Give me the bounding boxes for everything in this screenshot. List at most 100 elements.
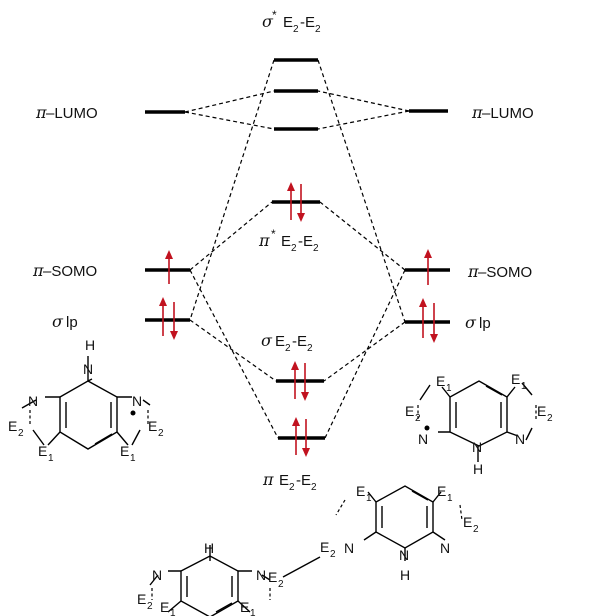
svg-text:E: E (437, 483, 446, 499)
svg-text:1: 1 (521, 381, 527, 392)
svg-text:–LUMO: –LUMO (46, 105, 98, 122)
svg-text:E: E (160, 599, 169, 615)
svg-text:H: H (85, 337, 95, 353)
svg-text:2: 2 (285, 343, 291, 354)
svg-text:2: 2 (307, 343, 313, 354)
structure-dimer: H N N N E 2 E 2 E 1 E 1 E 2 E 1 E 1 E 2 … (137, 483, 479, 616)
sigma-star-title: σ * E 2 - E 2 (262, 8, 321, 35)
label-pi-lumo-left: π –LUMO (35, 103, 98, 122)
svg-text:E: E (120, 443, 129, 459)
svg-text:2: 2 (330, 549, 336, 560)
svg-text:1: 1 (366, 493, 372, 504)
electron-pair-pi-star (287, 182, 305, 222)
svg-text:lp: lp (479, 315, 491, 332)
structure-right-monomer: E 1 E 1 E 2 E 2 N N N H (405, 371, 553, 477)
svg-text:N: N (132, 393, 142, 409)
svg-text:-: - (296, 472, 301, 489)
svg-text:*: * (272, 8, 277, 22)
svg-text:E: E (405, 403, 414, 419)
svg-text:σ: σ (52, 312, 64, 331)
svg-text:*: * (271, 227, 276, 241)
svg-text:σ: σ (261, 331, 273, 350)
svg-text:1: 1 (170, 608, 176, 616)
svg-text:E: E (38, 443, 47, 459)
svg-text:–LUMO: –LUMO (482, 105, 534, 122)
electron-pair-lp-left (159, 297, 178, 340)
svg-text:σ: σ (465, 313, 477, 332)
svg-text:2: 2 (415, 413, 421, 424)
label-pi-somo-left: π –SOMO (32, 261, 97, 280)
svg-text:N: N (344, 540, 354, 556)
svg-text:π: π (35, 103, 47, 122)
energy-levels (145, 58, 450, 440)
svg-text:E: E (463, 514, 472, 530)
dot-icon (424, 425, 430, 431)
svg-text:2: 2 (289, 482, 295, 493)
svg-text:E: E (8, 418, 17, 434)
svg-text:1: 1 (446, 383, 452, 394)
svg-text:E: E (537, 403, 546, 419)
electron-pair-sigma (291, 361, 309, 401)
svg-text:E: E (511, 371, 520, 387)
svg-text:π: π (467, 262, 479, 281)
svg-text:N: N (515, 431, 525, 447)
label-sigma-lp-right: σ lp (465, 313, 491, 332)
svg-text:E: E (356, 483, 365, 499)
svg-text:N: N (472, 439, 482, 455)
svg-text:H: H (400, 567, 410, 583)
svg-text:lp: lp (66, 314, 78, 331)
svg-text:2: 2 (147, 601, 153, 612)
svg-text:π: π (262, 470, 274, 489)
svg-text:E: E (436, 373, 445, 389)
svg-text:–SOMO: –SOMO (478, 264, 532, 281)
svg-text:N: N (440, 540, 450, 556)
label-sigma-e2e2: σ E 2 - E 2 (261, 331, 313, 354)
svg-text:1: 1 (48, 453, 54, 464)
label-pi-star-e2e2: π * E 2 - E 2 (258, 227, 319, 254)
svg-text:–SOMO: –SOMO (43, 263, 97, 280)
svg-text:N: N (83, 361, 93, 377)
svg-text:-: - (300, 14, 305, 31)
svg-text:E: E (297, 333, 307, 350)
svg-text:N: N (399, 547, 409, 563)
svg-text:H: H (204, 540, 214, 556)
svg-text:E: E (305, 14, 315, 31)
svg-text:2: 2 (278, 579, 284, 590)
svg-text:N: N (152, 567, 162, 583)
svg-text:E: E (303, 233, 313, 250)
svg-text:E: E (275, 333, 285, 350)
electron-up-somo-left (165, 250, 173, 284)
svg-text:N: N (418, 431, 428, 447)
svg-text:E: E (281, 233, 291, 250)
electron-pair-pi (292, 417, 310, 457)
svg-text:2: 2 (291, 243, 297, 254)
label-pi-somo-right: π –SOMO (467, 262, 532, 281)
svg-text:1: 1 (250, 608, 256, 616)
svg-text:2: 2 (18, 428, 24, 439)
svg-text:σ: σ (262, 12, 274, 31)
svg-text:N: N (256, 567, 266, 583)
svg-text:E: E (137, 591, 146, 607)
svg-text:E: E (320, 539, 329, 555)
svg-text:2: 2 (547, 413, 553, 424)
electron-up-somo-right (424, 249, 432, 285)
svg-text:π: π (258, 231, 270, 250)
svg-text:E: E (240, 599, 249, 615)
label-pi-e2e2: π E 2 - E 2 (262, 470, 317, 493)
svg-text:2: 2 (313, 243, 319, 254)
correlation-lines (184, 59, 410, 439)
svg-text:1: 1 (130, 453, 136, 464)
electrons (159, 182, 438, 457)
svg-text:2: 2 (293, 24, 299, 35)
svg-text:-: - (298, 233, 303, 250)
svg-text:1: 1 (447, 493, 453, 504)
svg-text:π: π (471, 103, 483, 122)
svg-text:E: E (301, 472, 311, 489)
svg-text:-: - (292, 333, 297, 350)
svg-text:E: E (283, 14, 293, 31)
svg-text:E: E (148, 418, 157, 434)
svg-text:2: 2 (311, 482, 317, 493)
svg-text:2: 2 (473, 524, 479, 535)
structure-left-monomer: H N N N E 2 E 2 E 1 E 1 (8, 337, 164, 464)
